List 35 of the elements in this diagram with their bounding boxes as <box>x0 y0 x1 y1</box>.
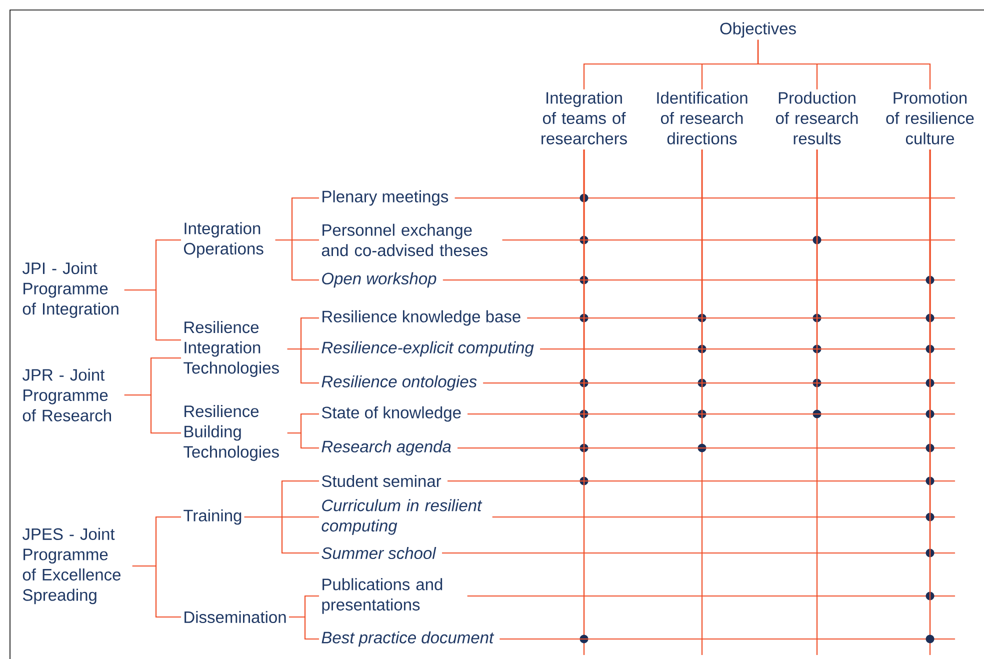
connector-line <box>757 40 931 90</box>
activity-label: State of knowledge <box>322 406 461 422</box>
activity-label: Personnel exchange and co-advised theses <box>322 224 488 256</box>
activity-label: Research agenda <box>322 440 451 456</box>
activity-label: Resilience-explicit computing <box>322 341 534 357</box>
activity-label: Open workshop <box>322 272 436 288</box>
column-heading: Promotion of resilience culture <box>886 92 974 144</box>
activity-label: Summer school <box>322 546 436 560</box>
activity-label: Best practice document <box>322 631 494 647</box>
programme-label: JPI - Joint Programme of Integration <box>22 262 118 318</box>
connector-line <box>124 289 181 341</box>
group-label: Training <box>184 509 242 525</box>
group-label: Dissemination <box>184 610 286 624</box>
group-label: Resilience Building Technologies <box>184 405 279 461</box>
group-label: Integration Operations <box>184 222 264 258</box>
connector-line <box>287 432 319 449</box>
group-label: Resilience Integration Technologies <box>184 321 279 377</box>
activity-label: Plenary meetings <box>322 190 448 206</box>
activity-label: Resilience knowledge base <box>322 310 520 326</box>
connector-line <box>275 239 319 281</box>
programme-label: JPR - Joint Programme of Research <box>22 368 111 422</box>
activity-label: Curriculum in resilient computing <box>322 499 482 535</box>
activity-label: Resilience ontologies <box>322 375 477 391</box>
column-heading: Production of research results <box>776 92 858 144</box>
heading-label: Objectives <box>720 22 796 38</box>
programme-label: JPES - Joint Programme of Excellence Spreading <box>22 528 120 604</box>
connector-line <box>287 348 319 384</box>
connector-line <box>124 394 181 434</box>
connector-line <box>289 616 319 640</box>
connector-line <box>132 565 181 618</box>
column-heading: Identification of research directions <box>657 92 748 144</box>
activity-label: Student seminar <box>322 474 442 488</box>
activity-label: Publications and presentations <box>322 578 442 614</box>
column-heading: Integration of teams of researchers <box>542 92 627 144</box>
connector-line <box>244 516 319 554</box>
